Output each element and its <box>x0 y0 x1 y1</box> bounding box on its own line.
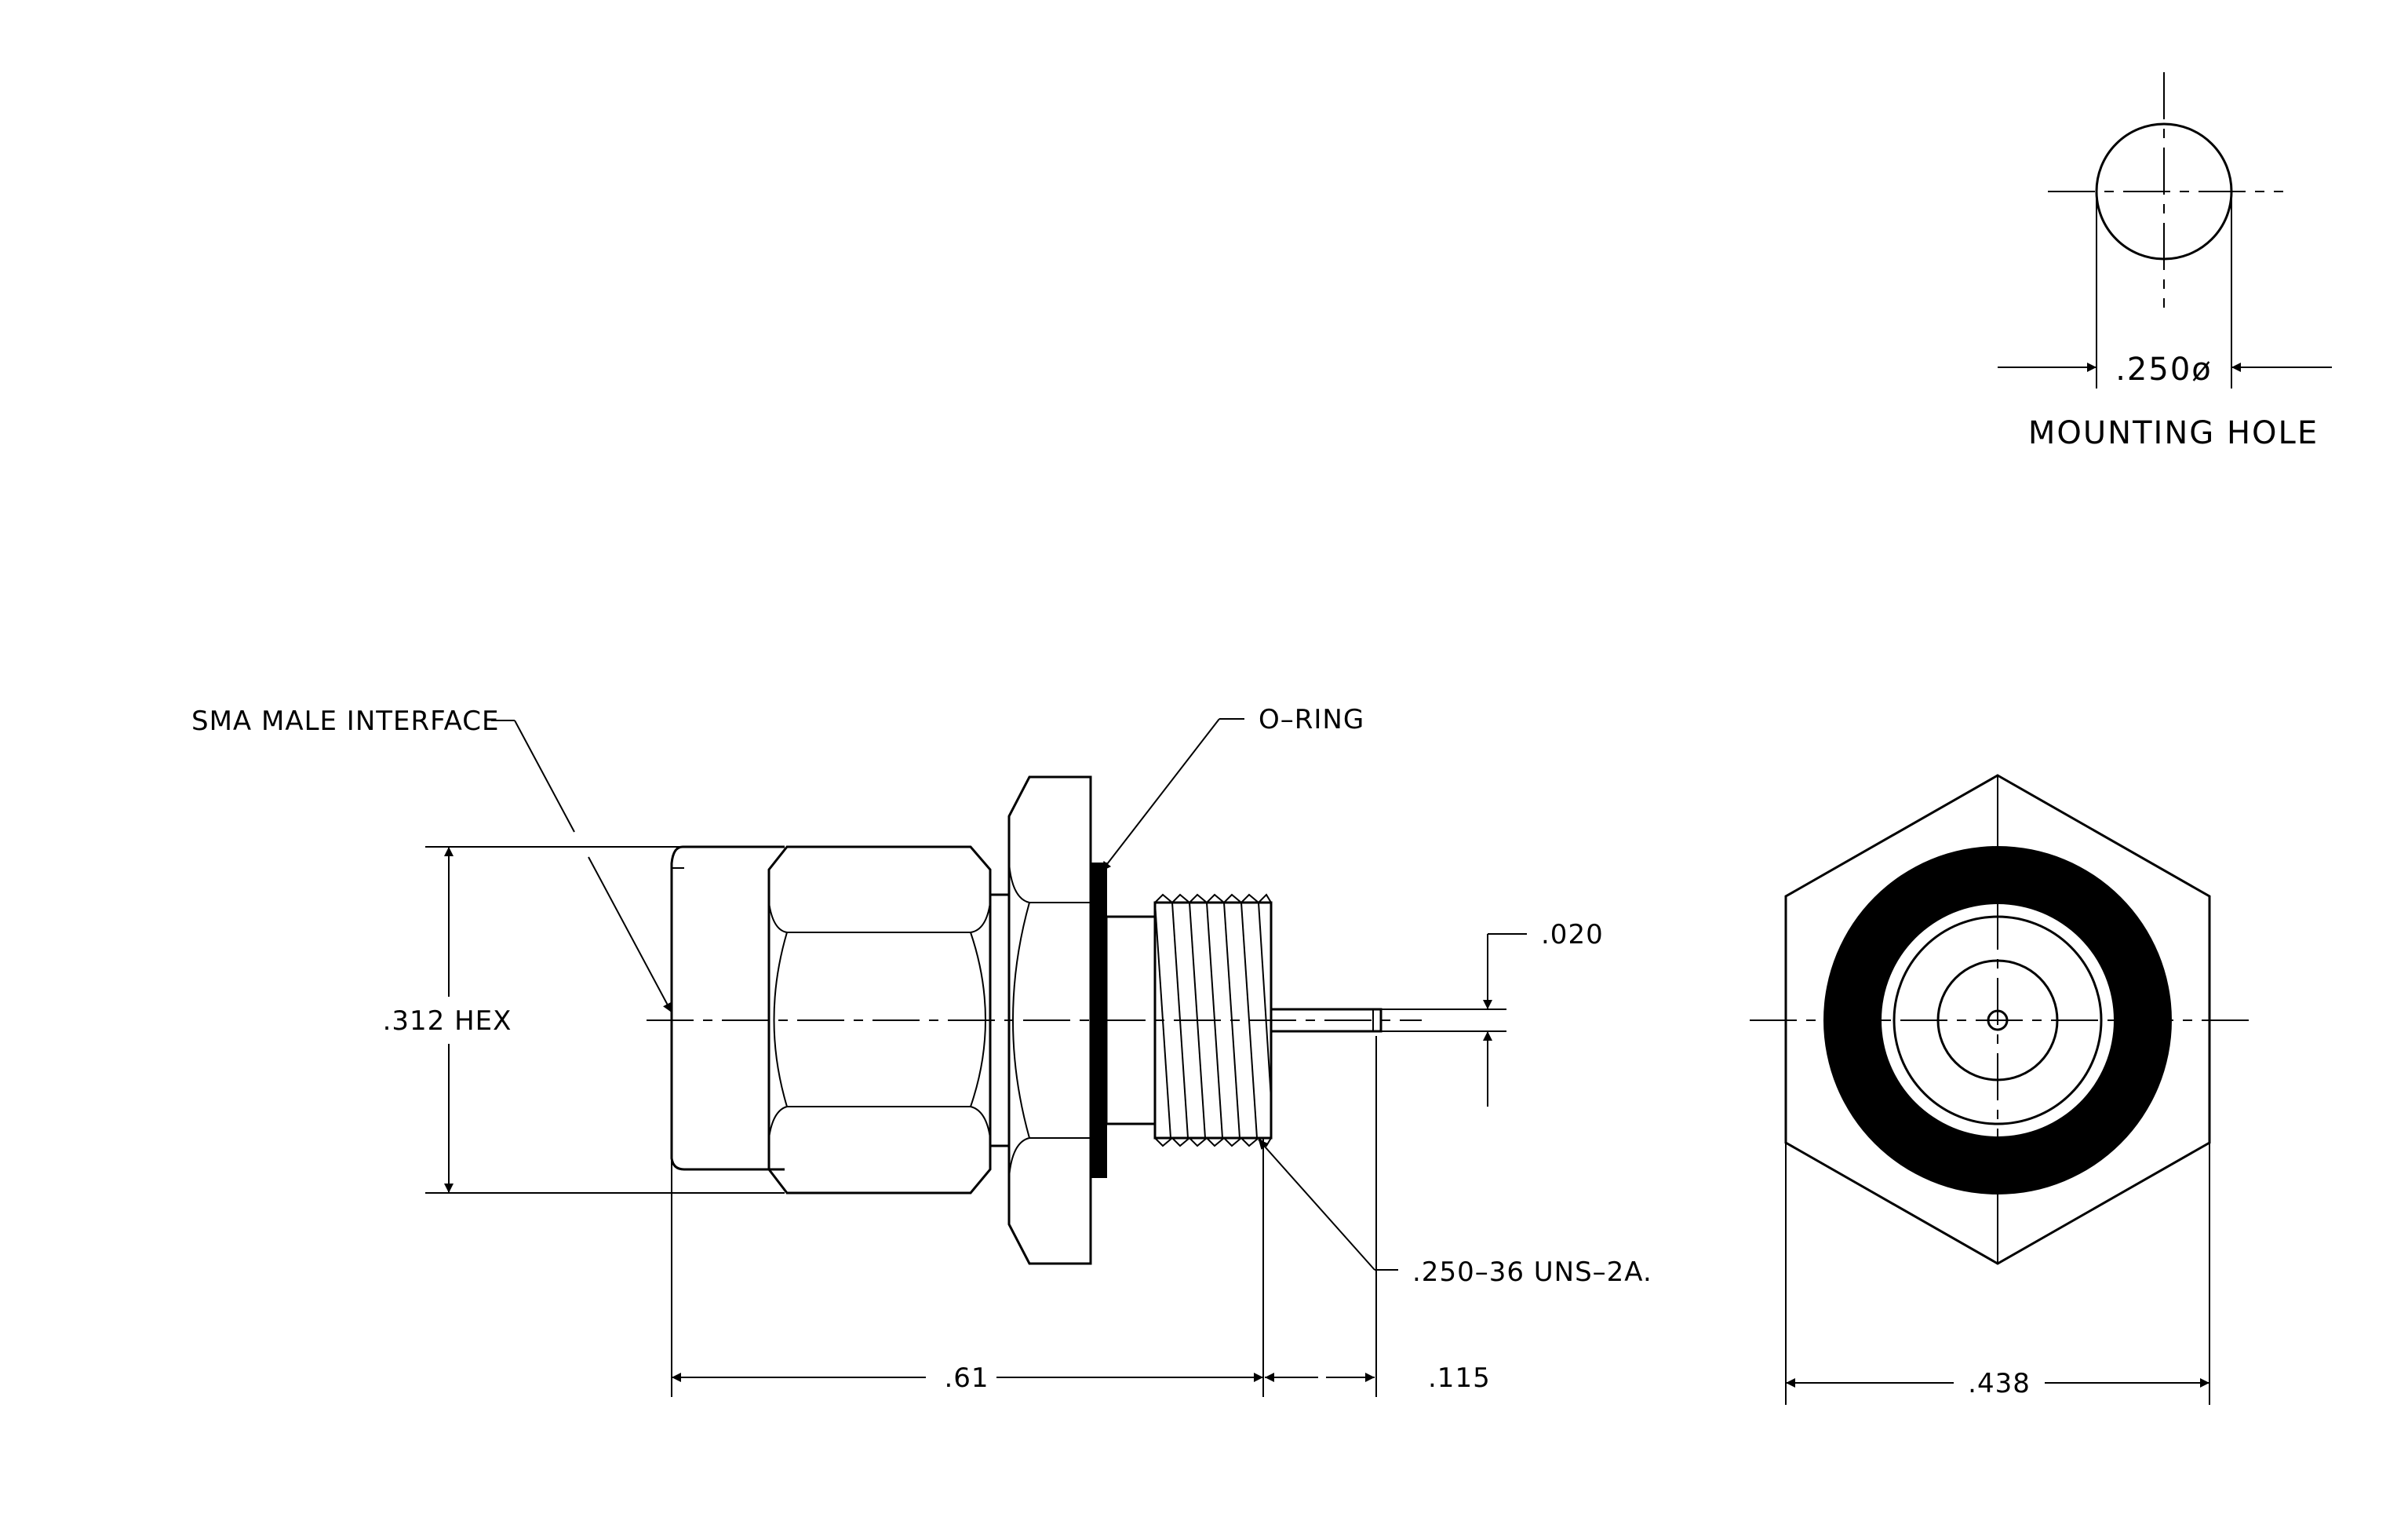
connector-side-view: .020 .312 HEX SMA MALE INTERFACE O–RING … <box>191 704 1652 1397</box>
o-ring <box>1090 863 1107 1178</box>
mounting-hole-view: .250ø MOUNTING HOLE <box>1998 72 2332 451</box>
mounting-hole-dia-label: .250ø <box>2115 352 2213 388</box>
connector-end-view: .438 <box>1750 774 2249 1405</box>
thread-helix-lines <box>1154 902 1272 1139</box>
sma-leader-diagonal-2 <box>588 856 672 1013</box>
thread-teeth-top <box>1154 893 1272 904</box>
panel-hex-facet-mid <box>1012 902 1030 1139</box>
coupling-nut-front <box>670 845 785 1171</box>
o-ring-label: O–RING <box>1259 704 1364 735</box>
mounting-hole-title: MOUNTING HOLE <box>2028 415 2319 451</box>
sma-leader-diagonal-1 <box>514 720 575 833</box>
panel-hex-facet-bottom <box>1008 1137 1091 1178</box>
thread-leader-diagonal <box>1258 1139 1375 1271</box>
length-dim-label: .61 <box>944 1362 989 1394</box>
end-view-o-ring <box>1823 846 2172 1195</box>
thread-spec-label: .250–36 UNS–2A. <box>1412 1257 1652 1288</box>
hex-dim-label: .312 HEX <box>383 1005 512 1037</box>
across-dim-label: .438 <box>1968 1368 2031 1399</box>
pin-dim-label: .020 <box>1541 919 1604 950</box>
panel-hex <box>1007 775 1092 1265</box>
panel-hex-facet-top <box>1008 863 1091 903</box>
sma-interface-label: SMA MALE INTERFACE <box>191 706 499 737</box>
center-pin <box>1270 1008 1383 1033</box>
coupling-nut-facet-top <box>768 902 991 933</box>
pin-length-label: .115 <box>1428 1362 1491 1394</box>
coupling-nut-facet-mid-right <box>970 932 986 1107</box>
coupling-nut-facet-mid-left <box>773 932 788 1107</box>
o-ring-leader-diagonal <box>1101 718 1220 872</box>
thread-teeth-bottom <box>1154 1136 1272 1147</box>
coupling-nut-facet-bottom <box>768 1106 991 1139</box>
